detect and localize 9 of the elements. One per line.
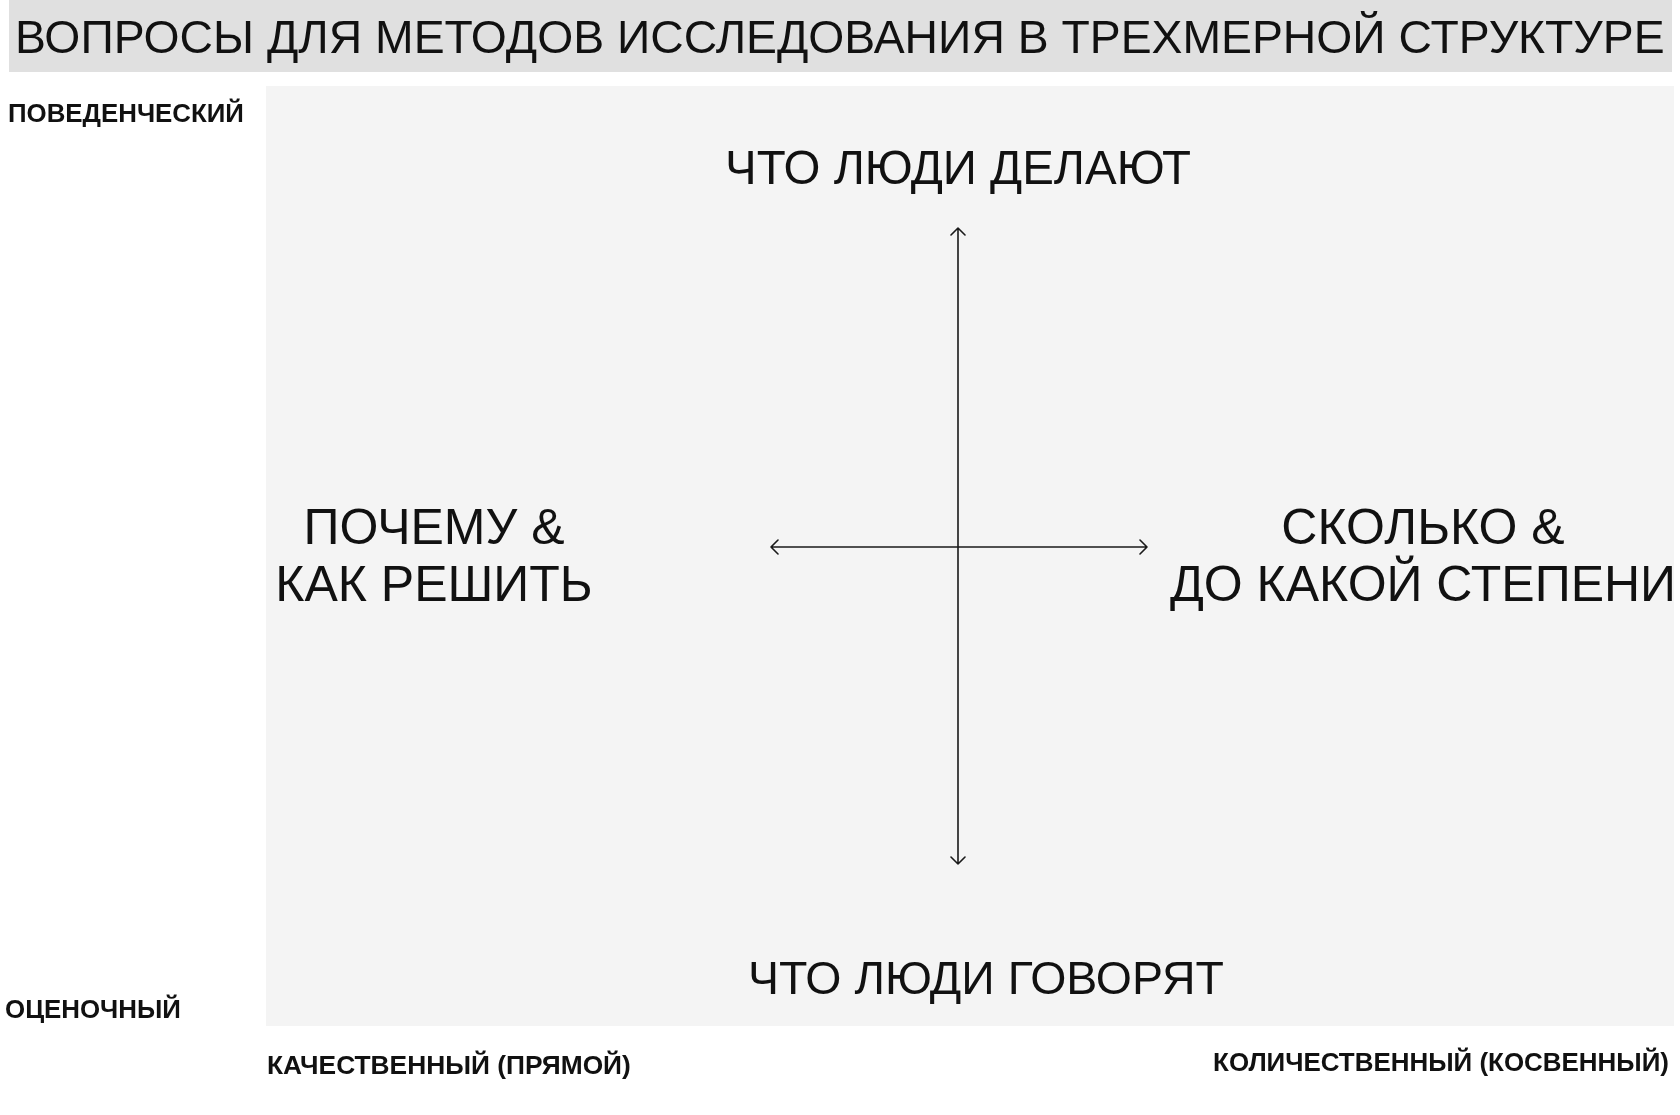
- title: ВОПРОСЫ ДЛЯ МЕТОДОВ ИССЛЕДОВАНИЯ В ТРЕХМЕРНОЙ СТРУКТУРЕ: [15, 12, 1665, 64]
- axis-label: ОЦЕНОЧНЫЙ: [5, 994, 181, 1024]
- quadrant-label: ЧТО ЛЮДИ ДЕЛАЮТ: [725, 141, 1191, 195]
- axis-label: КАЧЕСТВЕННЫЙ (ПРЯМОЙ): [267, 1051, 631, 1081]
- quadrant-label: СКОЛЬКО & ДО КАКОЙ СТЕПЕНИ: [1169, 499, 1677, 613]
- axis-label: ПОВЕДЕНЧЕСКИЙ: [8, 98, 244, 128]
- quadrant-label: ЧТО ЛЮДИ ГОВОРЯТ: [748, 951, 1224, 1005]
- quadrant-panel: [266, 86, 1674, 1026]
- quadrant-label: ПОЧЕМУ & КАК РЕШИТЬ: [275, 499, 593, 613]
